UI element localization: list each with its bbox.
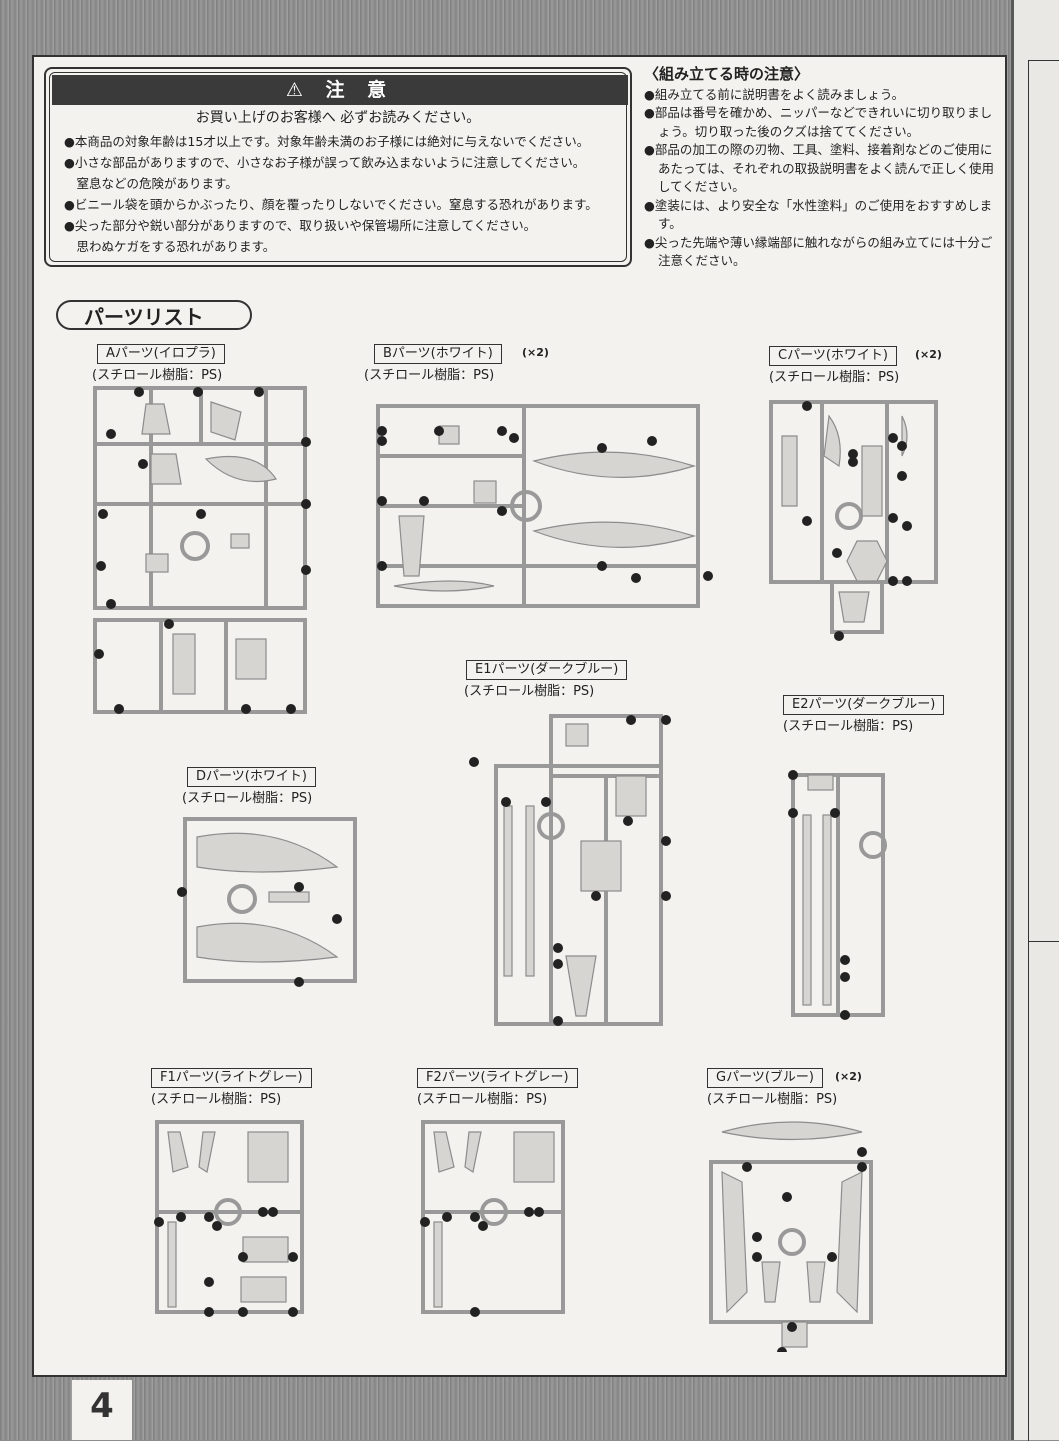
sprue-b-diagram [376, 404, 713, 608]
sprue-label: Aパーツ(イロプラ) [97, 344, 225, 364]
sprue-c-diagram [769, 400, 938, 641]
caution-item: 思わぬケガをする恐れがあります。 [64, 239, 276, 254]
sprue-material: (スチロール樹脂：PS) [464, 684, 595, 699]
sprue-label: E2パーツ(ダークブルー) [783, 695, 945, 715]
sprue-multiplier: (×2) [522, 346, 549, 359]
sprue-g-diagram [709, 1121, 873, 1352]
sprue-a-diagram [93, 386, 311, 714]
caution-item: ●尖った部分や鋭い部分がありますので、取り扱いや保管場所に注意してください。 [64, 218, 537, 233]
sprue-label: E1パーツ(ダークブルー) [466, 660, 628, 680]
manual-page: ⚠ 注 意 お買い上げのお客様へ 必ずお読みください。 ●本商品の対象年齢は15… [32, 55, 1007, 1377]
caution-box: ⚠ 注 意 お買い上げのお客様へ 必ずお読みください。 ●本商品の対象年齢は15… [44, 67, 632, 267]
caution-title: ⚠ 注 意 [52, 75, 628, 105]
sprue-label: F1パーツ(ライトグレー) [151, 1068, 312, 1088]
sprue-multiplier: (×2) [835, 1070, 862, 1083]
sprue-label: Dパーツ(ホワイト) [187, 767, 316, 787]
assembly-note: ●部品の加工の際の刃物、工具、塗料、接着剤などのご使用にあたっては、それぞれの取… [644, 142, 995, 194]
sprue-d-diagram [177, 817, 357, 987]
caution-item: ●本商品の対象年齢は15才以上です。対象年齢未満のお子様には絶対に与えないでくだ… [64, 134, 590, 149]
assembly-notes: 〈組み立てる時の注意〉 ●組み立てる前に説明書をよく読みましょう。 ●部品は番号… [644, 65, 1000, 271]
sprue-material: (スチロール樹脂：PS) [769, 370, 900, 385]
sprue-multiplier: (×2) [915, 348, 942, 361]
caution-items: ●本商品の対象年齢は15才以上です。対象年齢未満のお子様には絶対に与えないでくだ… [64, 131, 598, 257]
sprue-material: (スチロール樹脂：PS) [151, 1092, 282, 1107]
assembly-note: ●塗装には、より安全な「水性塗料」のご使用をおすすめします。 [644, 197, 993, 232]
caution-item: ●ビニール袋を頭からかぶったり、顔を覆ったりしないでください。窒息する恐れがあり… [64, 197, 598, 212]
sprue-material: (スチロール樹脂：PS) [783, 719, 914, 734]
sprue-material: (スチロール樹脂：PS) [707, 1092, 838, 1107]
sprue-material: (スチロール樹脂：PS) [92, 368, 223, 383]
caution-item: 窒息などの危険があります。 [64, 176, 238, 191]
sprue-label: Gパーツ(ブルー) [707, 1068, 823, 1088]
assembly-note: ●部品は番号を確かめ、ニッパーなどできれいに切り取りましょう。切り取った後のクズ… [644, 105, 993, 139]
parts-list-heading: パーツリスト [56, 300, 252, 330]
assembly-note: ●尖った先端や薄い縁端部に触れながらの組み立てには十分ご注意ください。 [644, 234, 993, 269]
sprue-material: (スチロール樹脂：PS) [417, 1092, 548, 1107]
sprue-e2-diagram [788, 770, 887, 1020]
page-number: 4 [72, 1380, 132, 1440]
sprue-material: (スチロール樹脂：PS) [364, 368, 495, 383]
sprue-f1-diagram [154, 1120, 304, 1317]
caution-subtitle: お買い上げのお客様へ 必ずお読みください。 [195, 110, 481, 126]
sprue-label: Bパーツ(ホワイト) [374, 344, 502, 364]
sprue-e1-diagram [469, 714, 671, 1026]
assembly-notes-title: 〈組み立てる時の注意〉 [644, 65, 810, 83]
caution-item: ●小さな部品がありますので、小さなお子様が誤って飲み込まないように注意してくださ… [64, 155, 586, 170]
sprue-label: Cパーツ(ホワイト) [769, 346, 897, 366]
sprue-material: (スチロール樹脂：PS) [182, 791, 313, 806]
sprue-label: F2パーツ(ライトグレー) [417, 1068, 578, 1088]
sprue-f2-diagram [420, 1120, 565, 1317]
adjacent-page-edge [1011, 0, 1059, 1441]
assembly-note: ●組み立てる前に説明書をよく読みましょう。 [644, 86, 905, 102]
